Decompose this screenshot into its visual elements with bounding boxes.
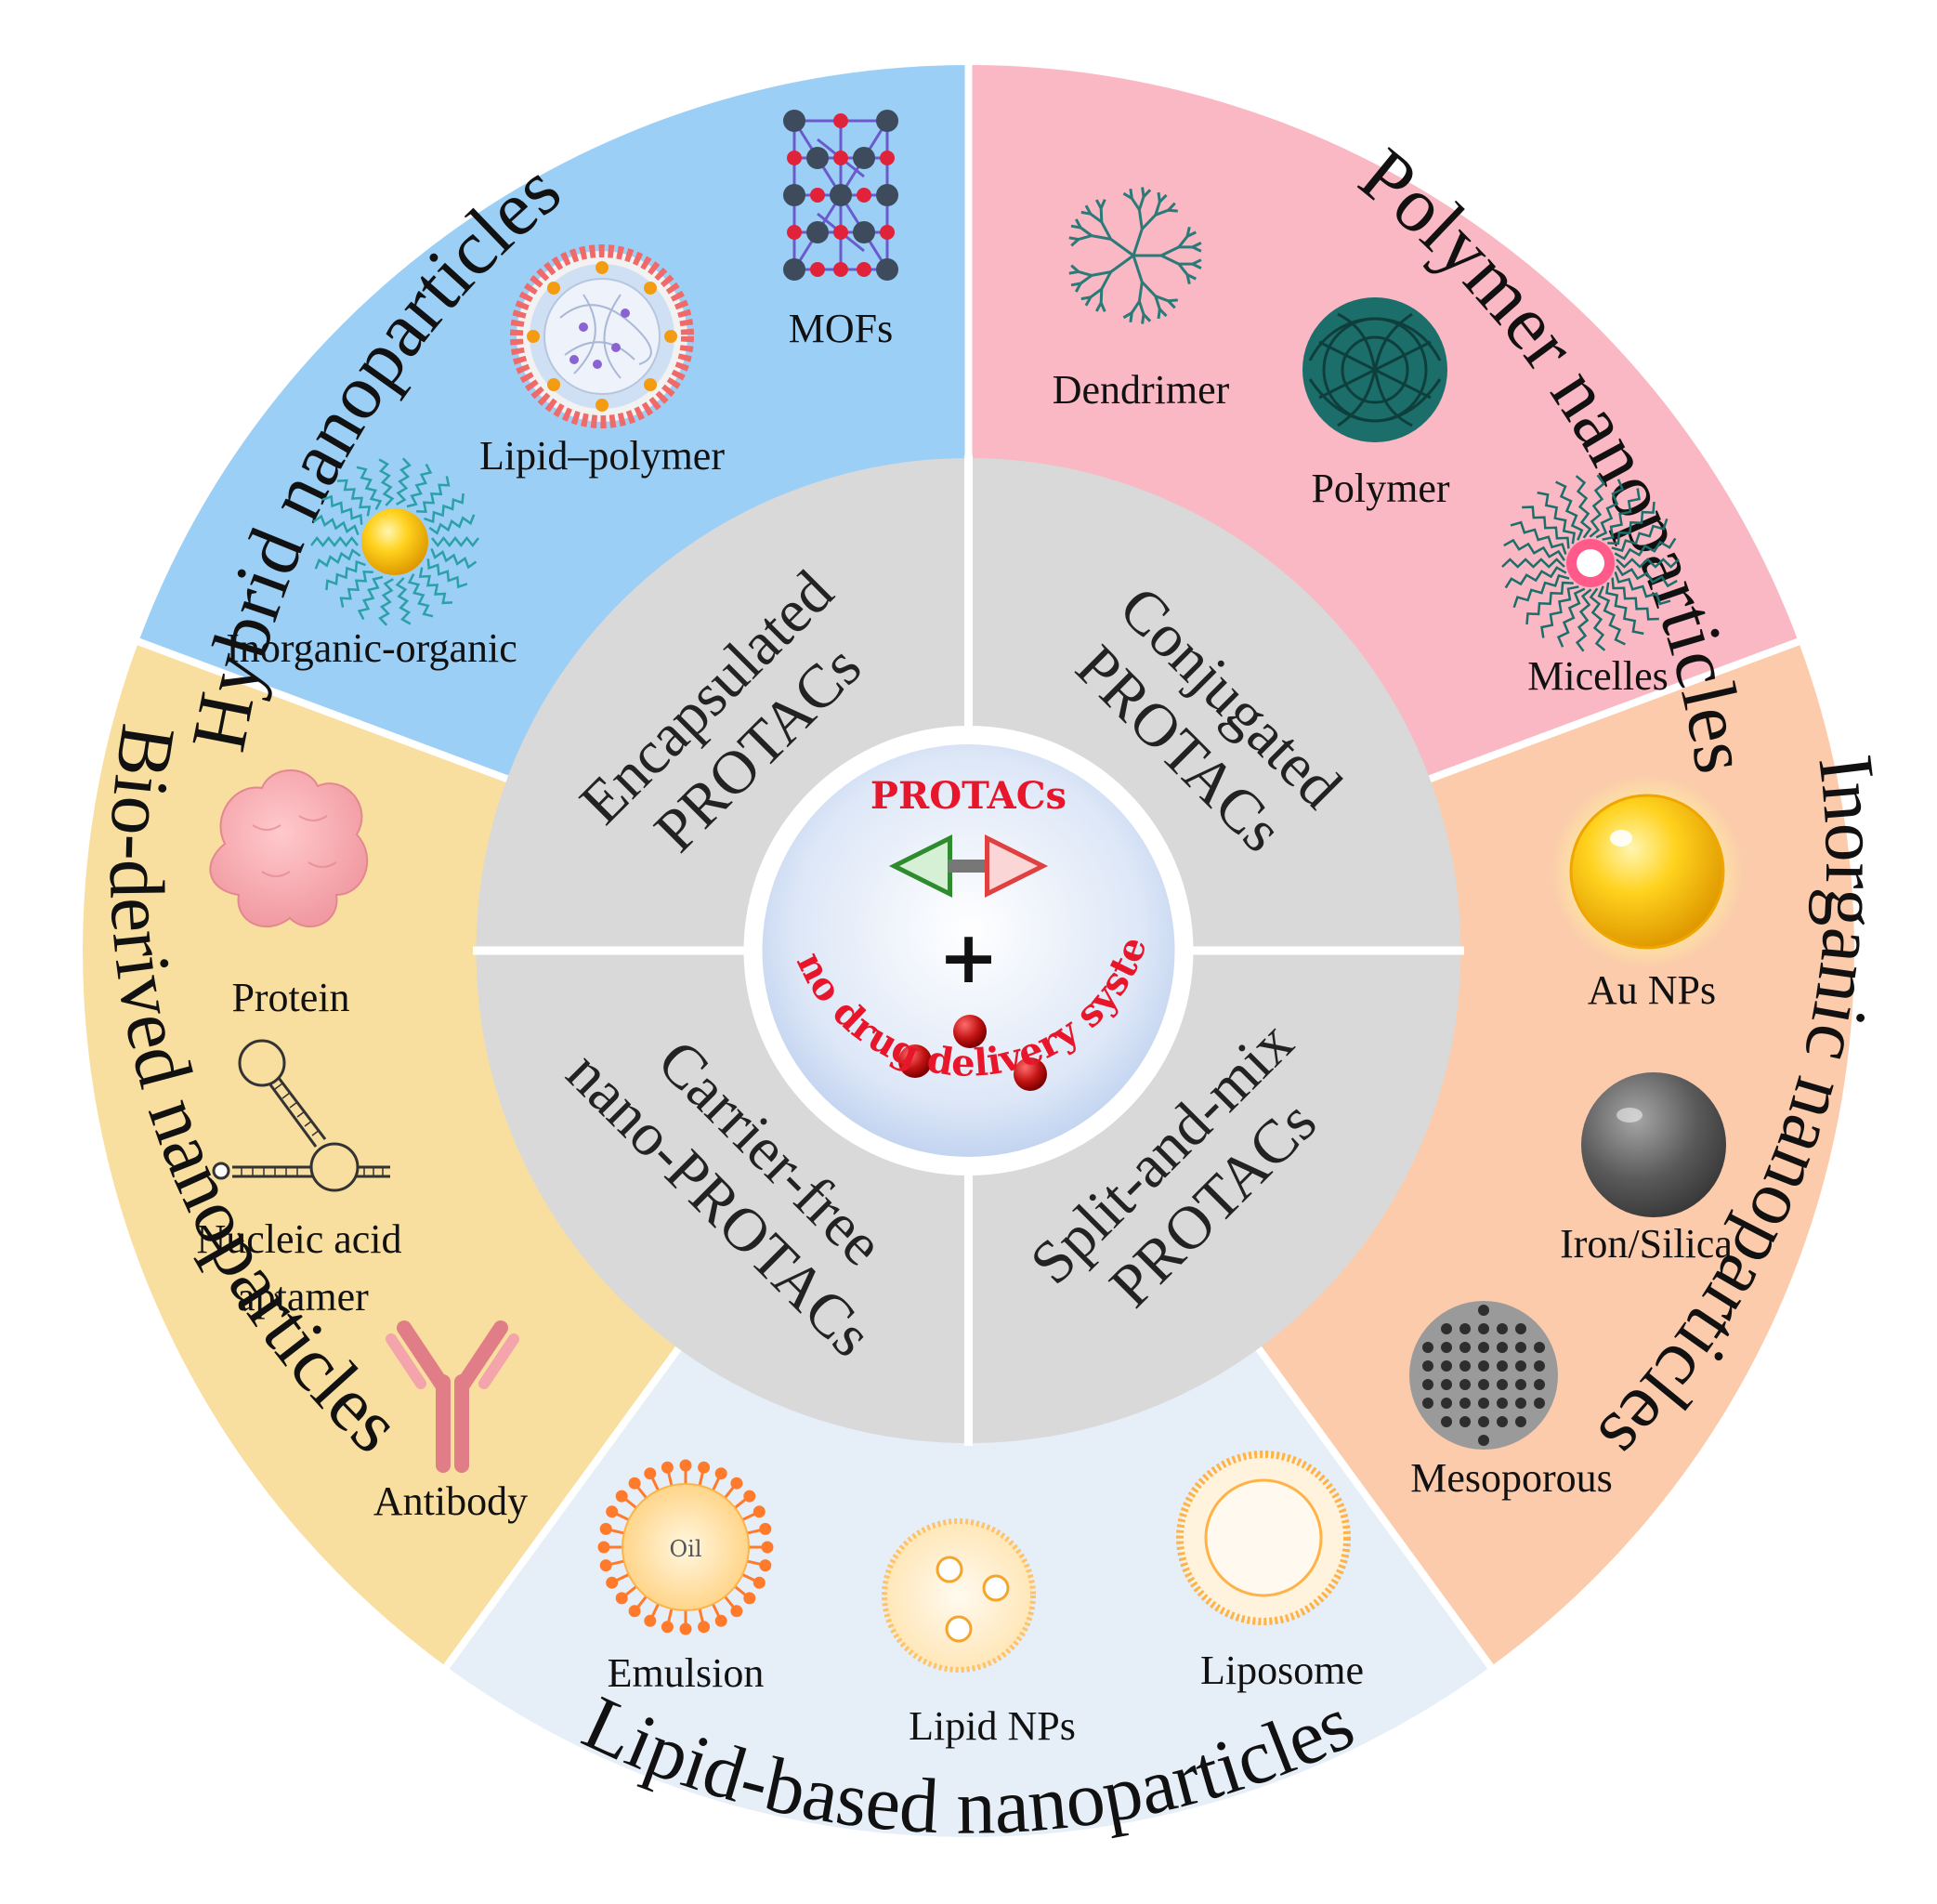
label-antibody: Antibody — [373, 1478, 528, 1524]
iron-silica-icon — [1581, 1072, 1726, 1217]
label-lipid-polymer: Lipid–polymer — [479, 433, 725, 479]
label-liposome: Liposome — [1200, 1648, 1364, 1693]
label-emulsion: Emulsion — [608, 1650, 765, 1696]
center-title: PROTACs — [870, 774, 1067, 818]
label-micelles: Micelles — [1527, 653, 1669, 699]
label-inorganic-organic: Inorganic-organic — [226, 625, 517, 671]
label-mesoporous: Mesoporous — [1410, 1455, 1613, 1501]
label-dendrimer: Dendrimer — [1053, 367, 1230, 413]
label-oil: Oil — [669, 1536, 701, 1562]
mesoporous-icon — [1409, 1301, 1558, 1450]
center-disc — [762, 744, 1175, 1157]
polymer-items: Dendrimer Polymer Micelles — [1053, 187, 1680, 699]
polymer-ball-icon — [1302, 297, 1447, 442]
lipid-items: Oil Emulsion Lipid NPs Liposome — [597, 1451, 1364, 1749]
dendrimer-icon — [1068, 187, 1202, 324]
center-plus: + — [938, 915, 999, 1000]
nanoparticle-beads-icon — [898, 1015, 1047, 1091]
bio-items: Protein Nucleic acid aptamer — [196, 769, 528, 1524]
micelle-icon — [1501, 474, 1680, 652]
label-iron-silica: Iron/Silica — [1560, 1221, 1733, 1267]
protac-molecule-icon — [888, 834, 1049, 899]
label-mofs: MOFs — [789, 306, 894, 351]
label-polymer: Polymer — [1311, 466, 1449, 511]
mof-icon — [783, 110, 898, 281]
aptamer-icon — [212, 1039, 390, 1192]
lipid-polymer-icon — [510, 244, 694, 428]
emulsion-icon: Oil — [597, 1459, 774, 1635]
au-np-icon — [1550, 774, 1745, 969]
liposome-icon — [1176, 1451, 1351, 1625]
hybrid-items: MOFs Lipid–polymer Inorganic-organic — [226, 110, 898, 671]
protein-icon — [209, 769, 369, 928]
lipid-np-icon — [882, 1518, 1036, 1673]
label-protein: Protein — [231, 975, 349, 1020]
label-au-nps: Au NPs — [1588, 967, 1716, 1013]
antibody-icon — [386, 1320, 519, 1473]
label-lipid-nps: Lipid NPs — [909, 1703, 1076, 1749]
inorganic-organic-icon — [310, 457, 479, 626]
label-aptamer: aptamer — [237, 1274, 369, 1320]
label-nucleic-acid: Nucleic acid — [196, 1216, 401, 1262]
inorganic-items: Au NPs Iron/Silica Mesoporous — [1409, 774, 1745, 1501]
